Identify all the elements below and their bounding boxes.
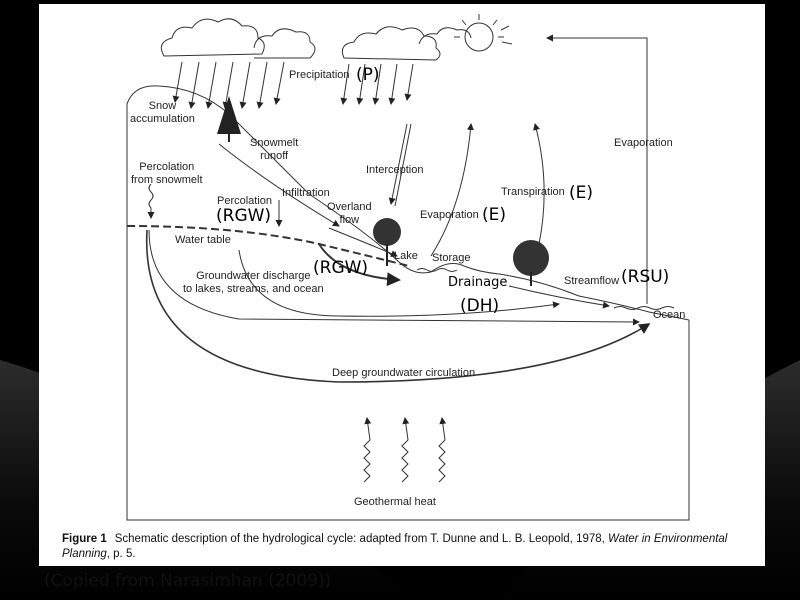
annotation-rgw-overland: (RGW) [313,258,369,278]
percolation-snowmelt-arrow [147,183,155,219]
overland-flow-arrow [328,227,398,257]
label-geothermal-heat: Geothermal heat [354,496,436,508]
ground-box [126,222,690,521]
label-snow-accumulation: Snow accumulation [130,100,195,125]
caption-page: , p. 5. [106,548,136,560]
figure-caption: Figure 1 Schematic description of the hyd… [62,532,762,562]
annotation-e-transpiration: (E) [569,183,594,203]
figure-panel [39,4,765,566]
sun-icon [454,14,513,52]
label-evaporation-mid: Evaporation [420,209,479,221]
cloud-right-icon [341,26,472,61]
cloud-left-icon [160,18,316,59]
label-deep-groundwater: Deep groundwater circulation [332,367,476,379]
transpiration-arrow [533,123,545,245]
caption-text: Schematic description of the hydrologica… [114,533,609,545]
annotation-rsu: (RSU) [621,267,670,287]
mountain [126,85,432,274]
label-transpiration: Transpiration [501,186,565,198]
annotation-dh: (DH) [460,296,500,316]
snowmelt-runoff-arrow [218,143,340,227]
evaporation-arrow [546,34,648,304]
ocean-water [613,306,675,310]
deep-groundwater-arrow [145,229,651,383]
interception-arrow [388,123,408,205]
land-surface [430,263,690,321]
label-percolation: Percolation [217,195,273,207]
caption-figure-label: Figure 1 [62,533,107,545]
label-water-table: Water table [175,234,231,246]
annotation-e-evaporation: (E) [482,205,507,225]
tree-right-icon [513,240,549,286]
label-evaporation-right: Evaporation [614,137,673,149]
label-precipitation: Precipitation [289,69,350,81]
label-storage: Storage [432,252,471,264]
annotation-drainage: Drainage [448,275,508,290]
streamflow-arrow [508,285,610,309]
label-infiltration: Infiltration [282,187,330,199]
lake-water [416,268,458,272]
source-credit: (Copied from Narasimhan (2009)) [44,571,332,591]
label-lake: Lake [394,250,418,262]
label-interception: Interception [366,164,424,176]
label-groundwater-discharge: Groundwater discharge to lakes, streams,… [183,270,324,295]
annotation-p: (P) [356,65,380,85]
groundwater-discharge-arrow [148,229,640,326]
label-percolation-snowmelt: Percolation from snowmelt [131,161,203,186]
hydrological-cycle-diagram [126,14,690,521]
annotation-rgw-percolation: (RGW) [216,206,272,226]
rain-icon [172,61,414,109]
label-snowmelt-runoff: Snowmelt runoff [250,137,299,162]
label-overland-flow: Overland flow [327,201,372,226]
pine-tree-icon [217,96,241,142]
geothermal-heat-arrows-icon [363,417,447,483]
evaporation-mid-arrow [430,123,474,257]
label-ocean: Ocean [653,309,686,321]
label-streamflow: Streamflow [564,275,620,287]
tree-left-icon [373,218,401,266]
water-table-line [126,225,410,267]
caption-book-title: Water in Environmental Planning [62,533,728,560]
